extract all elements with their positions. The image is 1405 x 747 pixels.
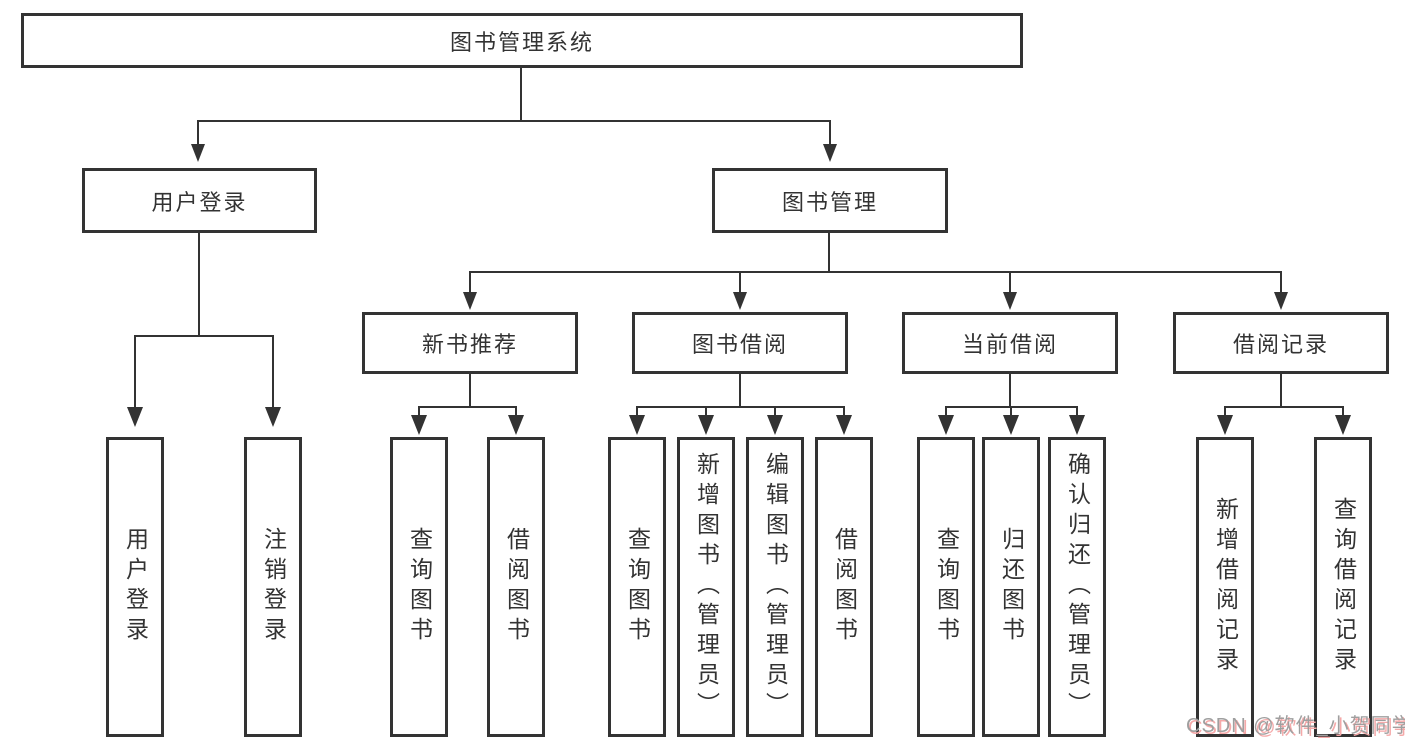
node-user-login-leaf: 用户登录: [106, 437, 164, 737]
arrowhead-icon: [1217, 415, 1233, 435]
node-new-book-recommend-label: 新书推荐: [421, 332, 518, 357]
node-logout: 注销登录: [244, 437, 302, 737]
node-recommend-query-books: 查询图书: [390, 437, 448, 737]
connector-line: [197, 120, 199, 146]
connector-line: [946, 406, 1078, 408]
connector-line: [469, 271, 471, 292]
node-logout-label: 注销登录: [260, 527, 287, 647]
arrowhead-icon: [938, 415, 954, 435]
connector-line: [198, 233, 200, 335]
node-confirm-return-admin-label: 确认归还（管理员）: [1064, 452, 1091, 722]
arrowhead-icon: [508, 415, 524, 435]
node-borrowing-query-books-label: 查询图书: [624, 527, 651, 647]
node-user-login-leaf-label: 用户登录: [122, 527, 149, 647]
node-user-login-label: 用户登录: [151, 189, 248, 215]
arrowhead-icon: [1069, 415, 1085, 435]
node-borrow-records: 借阅记录: [1173, 312, 1389, 374]
connector-line: [636, 406, 638, 417]
node-add-books-admin-label: 新增图书（管理员）: [693, 452, 720, 722]
arrowhead-icon: [1274, 292, 1288, 310]
connector-line: [1010, 406, 1012, 417]
node-current-query-books: 查询图书: [917, 437, 975, 737]
node-recommend-borrow-books-label: 借阅图书: [503, 527, 530, 647]
arrowhead-icon: [1335, 415, 1351, 435]
node-current-query-books-label: 查询图书: [933, 527, 960, 647]
arrowhead-icon: [411, 415, 427, 435]
connector-line: [469, 374, 471, 406]
arrowhead-icon: [698, 415, 714, 435]
arrowhead-icon: [1003, 415, 1019, 435]
connector-line: [470, 271, 1281, 273]
node-book-borrowing-label: 图书借阅: [691, 332, 788, 357]
connector-line: [520, 68, 522, 120]
connector-line: [272, 335, 274, 409]
arrowhead-icon: [629, 415, 645, 435]
connector-line: [637, 406, 845, 408]
node-recommend-borrow-books: 借阅图书: [487, 437, 545, 737]
node-current-borrowing-label: 当前借阅: [961, 332, 1058, 357]
node-add-books-admin: 新增图书（管理员）: [677, 437, 735, 737]
node-add-borrow-record-label: 新增借阅记录: [1212, 497, 1239, 677]
node-book-management-label: 图书管理: [781, 189, 878, 215]
arrowhead-icon: [127, 407, 143, 427]
connector-line: [1224, 406, 1226, 417]
arrowhead-icon: [823, 144, 837, 162]
node-query-borrow-record-label: 查询借阅记录: [1330, 497, 1357, 677]
arrowhead-icon: [733, 292, 747, 310]
connector-line: [134, 335, 136, 409]
arrowhead-icon: [265, 407, 281, 427]
connector-line: [1280, 374, 1282, 406]
node-current-borrowing: 当前借阅: [902, 312, 1118, 374]
arrowhead-icon: [767, 415, 783, 435]
connector-line: [739, 271, 741, 292]
connector-line: [1076, 406, 1078, 417]
connector-line: [419, 406, 517, 408]
csdn-watermark: CSDN @软件_小贺同学: [1186, 715, 1405, 737]
node-new-book-recommend: 新书推荐: [362, 312, 578, 374]
connector-line: [774, 406, 776, 417]
connector-line: [705, 406, 707, 417]
node-book-borrowing: 图书借阅: [632, 312, 848, 374]
node-root-label: 图书管理系统: [449, 29, 594, 55]
node-borrowing-borrow-books: 借阅图书: [815, 437, 873, 737]
arrowhead-icon: [191, 144, 205, 162]
arrowhead-icon: [463, 292, 477, 310]
connector-line: [1009, 271, 1011, 292]
node-book-management: 图书管理: [712, 168, 948, 233]
node-root: 图书管理系统: [21, 13, 1023, 68]
node-return-books-label: 归还图书: [998, 527, 1025, 647]
node-recommend-query-books-label: 查询图书: [406, 527, 433, 647]
connector-line: [1009, 374, 1011, 406]
arrowhead-icon: [1003, 292, 1017, 310]
connector-line: [843, 406, 845, 417]
node-confirm-return-admin: 确认归还（管理员）: [1048, 437, 1106, 737]
node-return-books: 归还图书: [982, 437, 1040, 737]
node-edit-books-admin: 编辑图书（管理员）: [746, 437, 804, 737]
node-borrowing-query-books: 查询图书: [608, 437, 666, 737]
node-query-borrow-record: 查询借阅记录: [1314, 437, 1372, 737]
node-borrowing-borrow-books-label: 借阅图书: [831, 527, 858, 647]
connector-line: [134, 335, 274, 337]
arrowhead-icon: [836, 415, 852, 435]
connector-line: [945, 406, 947, 417]
connector-line: [418, 406, 420, 417]
connector-line: [1280, 271, 1282, 292]
connector-line: [739, 374, 741, 406]
connector-line: [198, 120, 831, 122]
node-edit-books-admin-label: 编辑图书（管理员）: [762, 452, 789, 722]
connector-line: [1342, 406, 1344, 417]
connector-line: [829, 120, 831, 146]
connector-line: [515, 406, 517, 417]
node-user-login: 用户登录: [82, 168, 317, 233]
connector-line: [828, 233, 830, 271]
node-borrow-records-label: 借阅记录: [1232, 332, 1329, 357]
connector-line: [1225, 406, 1344, 408]
node-add-borrow-record: 新增借阅记录: [1196, 437, 1254, 737]
